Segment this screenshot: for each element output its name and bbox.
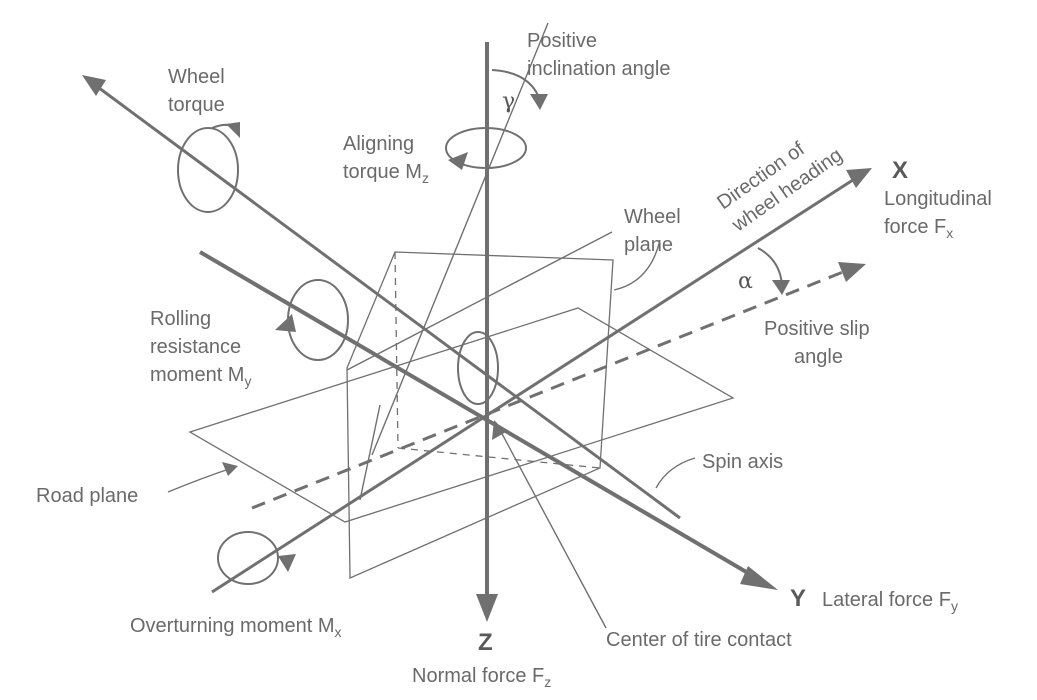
wheel-plane-label: plane: [624, 234, 673, 256]
wheel-center-curl-icon: [457, 331, 499, 405]
overturning-moment-label: Overturning moment Mx: [130, 615, 342, 640]
wheel-plane-inner-line: [359, 404, 381, 501]
road-plane-leader: [167, 467, 233, 493]
x-axis-line: [211, 176, 857, 594]
wheel-plane-hidden-edge: [394, 251, 399, 449]
center-contact-label: Center of tire contact: [606, 629, 792, 651]
aligning-torque-curl-icon: [445, 127, 527, 169]
wheel-plane-leader: [613, 239, 661, 291]
z-axis-arrowhead: [476, 594, 498, 622]
wheel-plane-hidden-edge: [397, 447, 601, 469]
gamma-angle-arrowhead: [530, 94, 548, 110]
wheel-torque-axis: [94, 83, 681, 520]
slip-direction-line: [251, 268, 849, 510]
wheel-torque-curl-icon: [177, 127, 239, 213]
spin-axis-label: Spin axis: [702, 451, 783, 473]
center-contact-arrowhead: [492, 420, 506, 440]
overturning-curl-arrowhead: [278, 554, 296, 572]
aligning-torque-curl-arrowhead: [448, 152, 468, 170]
rolling-resistance-label: moment My: [150, 364, 251, 389]
road-plane-label: Road plane: [36, 485, 138, 507]
y-axis-line: [198, 250, 762, 582]
longitudinal-force-label: Longitudinal: [884, 188, 992, 210]
gamma-angle-symbol: γ: [502, 89, 515, 114]
inclination-line: [371, 22, 549, 456]
normal-force-label: Normal force Fz: [412, 665, 551, 690]
road-plane: [188, 307, 735, 523]
wheel-plane-top-line: [346, 231, 613, 371]
x-axis-arrowhead: [846, 168, 872, 188]
overturning-curl-icon: [217, 531, 279, 585]
alpha-angle-arc: [757, 247, 783, 286]
x-axis-letter: X: [892, 157, 908, 184]
alpha-angle-symbol: α: [738, 269, 753, 294]
alpha-angle-arrowhead: [772, 280, 790, 295]
rolling-resistance-curl-arrowhead: [275, 314, 296, 332]
y-axis-arrowhead: [740, 566, 778, 590]
wheel-plane-label: Wheel: [624, 206, 681, 228]
z-axis-letter: Z: [478, 629, 493, 656]
rolling-resistance-label: Rolling: [150, 308, 211, 330]
aligning-torque-label: Aligning: [343, 133, 414, 155]
spin-axis-leader: [655, 457, 696, 489]
positive-inclination-label: inclination angle: [527, 58, 670, 80]
wheel-torque-label: Wheel: [168, 66, 225, 88]
positive-slip-label: Positive slip: [764, 318, 870, 340]
wheel-torque-arrowhead: [82, 75, 106, 96]
longitudinal-force-label: force Fx: [884, 216, 953, 241]
positive-inclination-label: Positive: [527, 30, 597, 52]
aligning-torque-label: torque Mz: [343, 161, 429, 186]
lateral-force-label: Lateral force Fy: [822, 589, 958, 614]
slip-direction-arrowhead: [838, 262, 866, 282]
rolling-resistance-label: resistance: [150, 336, 241, 358]
positive-slip-label: angle: [794, 346, 843, 368]
wheel-plane: [346, 251, 614, 579]
road-plane-leader-arrowhead: [222, 462, 238, 476]
wheel-torque-label: torque: [168, 94, 225, 116]
y-axis-letter: Y: [790, 585, 806, 612]
wheel-torque-curl-arrowhead: [226, 122, 240, 138]
center-contact-leader: [499, 429, 607, 629]
